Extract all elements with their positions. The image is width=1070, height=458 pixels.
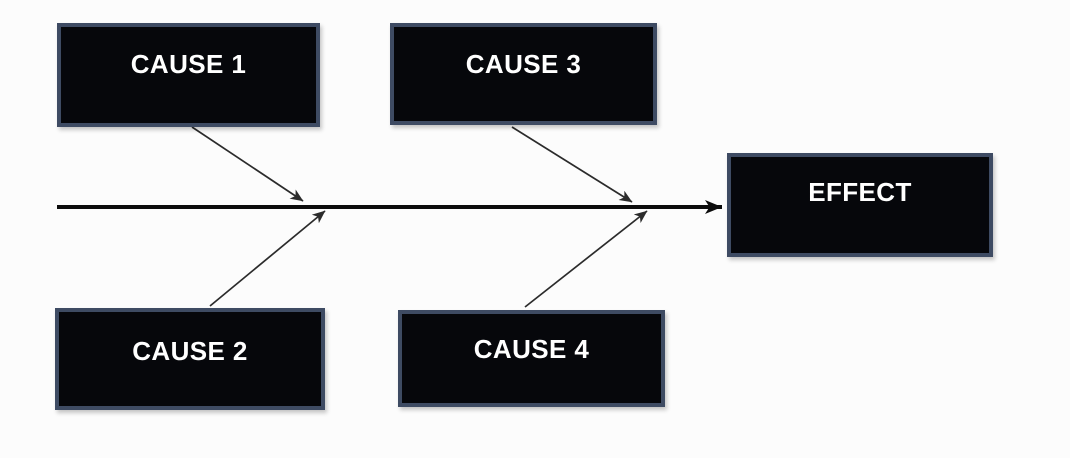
cause-3-label: CAUSE 3: [465, 49, 582, 79]
cause-3-box: CAUSE 3: [390, 23, 657, 125]
effect-box: EFFECT: [727, 153, 993, 257]
cause-4-box: CAUSE 4: [398, 310, 665, 407]
cause-2-box: CAUSE 2: [55, 308, 325, 410]
effect-label: EFFECT: [808, 177, 912, 207]
cause-4-branch-arrow: [524, 210, 648, 308]
cause-1-branch-arrow: [191, 126, 304, 202]
cause-1-box: CAUSE 1: [57, 23, 320, 127]
cause-4-label: CAUSE 4: [473, 334, 590, 364]
cause-1-label: CAUSE 1: [130, 49, 247, 79]
cause-2-branch-arrow: [209, 210, 326, 307]
cause-2-label: CAUSE 2: [132, 336, 248, 366]
cause-3-branch-arrow: [511, 126, 633, 203]
